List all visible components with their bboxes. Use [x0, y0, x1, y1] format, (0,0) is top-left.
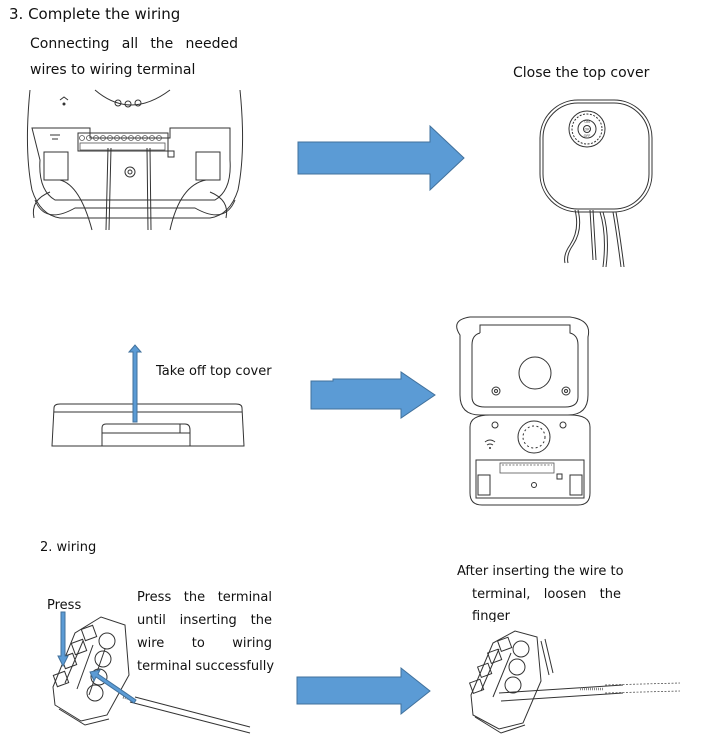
on-label: ON — [584, 120, 590, 124]
word: Connecting — [30, 36, 110, 52]
press-arrow-down-icon — [57, 611, 69, 668]
word: inserting — [179, 613, 237, 628]
take-off-cover-label: Take off top cover — [156, 364, 272, 379]
instruction-line-2: until inserting the — [137, 612, 272, 630]
off-label: OFF — [584, 134, 591, 138]
word: until — [137, 613, 166, 628]
arrow-right-icon — [296, 666, 431, 716]
close-cover-label: Close the top cover — [513, 65, 650, 81]
closed-device-illustration: ON OK OFF — [539, 99, 653, 268]
wiring-description-line-2: wires to wiring terminal — [30, 62, 196, 78]
word: Press — [137, 590, 172, 605]
after-line-2: terminal, loosen the — [472, 586, 621, 604]
open-base-wired-illustration — [26, 89, 244, 231]
word: all — [121, 36, 139, 52]
terminal-screws — [79, 135, 166, 151]
arrow-right-icon — [310, 371, 436, 419]
wiring-description-line-1: Connecting all the needed — [30, 35, 238, 53]
after-line-1: After inserting the wire to — [457, 564, 624, 579]
arrow-right-icon — [297, 124, 465, 192]
terminal-inserted-wire-illustration — [468, 630, 681, 734]
ok-label: OK — [584, 128, 590, 132]
instruction-line-4: terminal successfully — [137, 659, 275, 674]
after-line-3: finger — [472, 609, 511, 622]
word: the — [599, 587, 621, 602]
instruction-line-3: wire to wiring — [137, 635, 272, 653]
word: terminal — [217, 590, 272, 605]
press-label: Press — [47, 598, 82, 613]
word: the — [150, 36, 174, 52]
word: terminal, — [472, 587, 531, 602]
word: to — [191, 636, 205, 651]
word: wiring — [232, 636, 272, 651]
base-side-view-illustration — [51, 403, 245, 447]
insert-arrow-icon — [89, 669, 137, 704]
section-heading-wiring: 2. wiring — [40, 540, 97, 555]
arrow-up-icon — [127, 344, 143, 423]
section-heading-complete-wiring: 3. Complete the wiring — [9, 5, 181, 23]
word: wire — [137, 636, 165, 651]
opened-device-illustration — [456, 316, 591, 506]
word: the — [250, 613, 272, 628]
word: the — [183, 590, 206, 605]
word: loosen — [543, 587, 587, 602]
terminal-press-illustration — [52, 616, 251, 734]
instruction-line-1: Press the terminal — [137, 589, 272, 607]
word: needed — [185, 36, 239, 52]
